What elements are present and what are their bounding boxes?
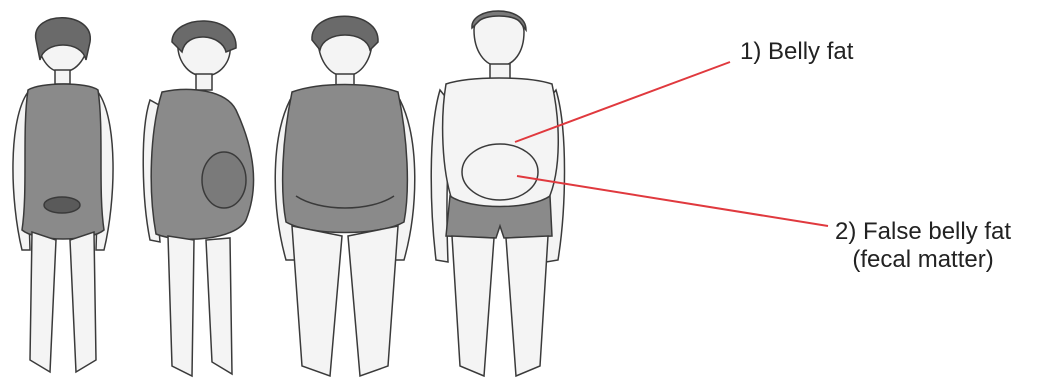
- false-belly-fat-label-line1: 2) False belly fat: [835, 218, 1011, 246]
- woman-slim-standing-icon: [13, 18, 113, 372]
- false-belly-fat-label-line2: (fecal matter): [835, 246, 1011, 274]
- woman-side-profile-icon: [143, 21, 253, 376]
- man-belly-front-icon: [431, 11, 564, 376]
- belly-fat-label: 1) Belly fat: [740, 38, 853, 66]
- false-belly-fat-label: 2) False belly fat (fecal matter): [835, 218, 1011, 274]
- woman-heavy-front-icon: [275, 16, 415, 376]
